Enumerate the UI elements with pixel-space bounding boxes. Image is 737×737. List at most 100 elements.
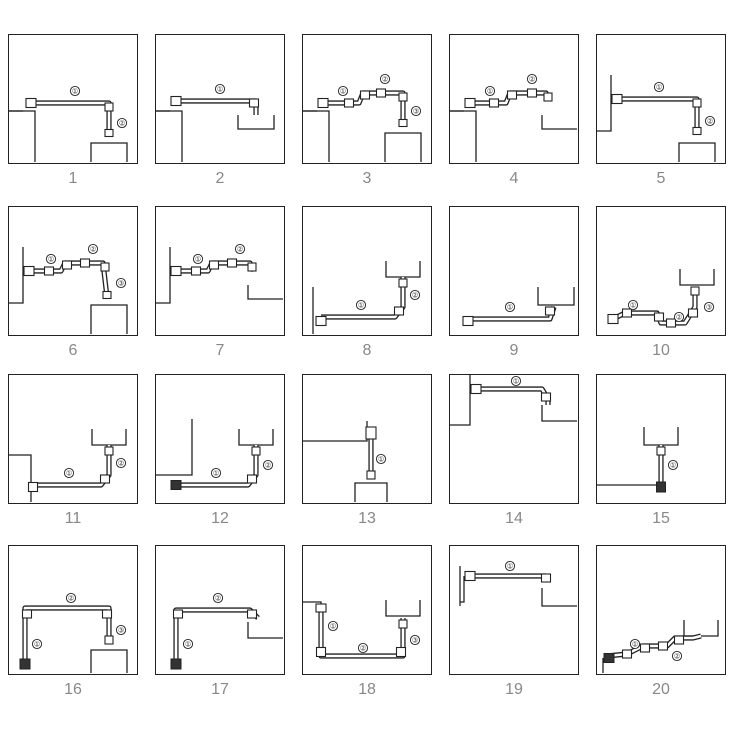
part-label-text: ① <box>513 377 519 385</box>
diagram-number: 3 <box>362 170 372 187</box>
part-label-text: ② <box>674 652 680 660</box>
part-label-text: ③ <box>412 636 418 644</box>
part-label-16-2: ② <box>65 592 77 604</box>
part-label-10-3: ③ <box>703 301 715 313</box>
pipe-layout-drawing: ① ② ③ <box>303 73 422 162</box>
part-label-text: ① <box>195 255 201 263</box>
part-label-text: ① <box>670 461 676 469</box>
diagram-number: 2 <box>215 170 225 187</box>
diagram-number: 13 <box>358 510 376 527</box>
part-label-3-1: ① <box>337 85 349 97</box>
pipe-layout-drawing: ① <box>459 560 577 607</box>
part-label-text: ① <box>358 301 364 309</box>
pipe-layout-drawing: ① <box>450 375 577 426</box>
part-label-7-2: ② <box>234 243 246 255</box>
part-label-1-1: ① <box>69 85 81 97</box>
diagram-panel: ① <box>302 374 432 504</box>
part-label-text: ① <box>656 83 662 91</box>
part-label-text: ① <box>66 469 72 477</box>
diagram-number: 7 <box>215 342 225 359</box>
part-label-14-1: ① <box>510 375 522 387</box>
part-label-text: ② <box>68 594 74 602</box>
part-label-text: ② <box>412 291 418 299</box>
part-label-2-1: ① <box>214 83 226 95</box>
part-label-1-2: ② <box>116 117 128 129</box>
diagram-number: 16 <box>64 681 82 698</box>
diagram-number: 15 <box>652 510 670 527</box>
part-label-16-3: ③ <box>115 624 127 636</box>
pipe-layout-drawing: ①② <box>170 592 283 670</box>
diagram-number: 14 <box>505 510 523 527</box>
part-label-text: ① <box>507 562 513 570</box>
pipe-layout-drawing: ①② <box>9 85 128 162</box>
part-label-6-2: ② <box>87 243 99 255</box>
diagram-number: 19 <box>505 681 523 698</box>
diagram-number: 10 <box>652 342 670 359</box>
part-label-text: ② <box>118 459 124 467</box>
part-label-6-3: ③ <box>115 277 127 289</box>
part-label-text: ② <box>707 117 713 125</box>
part-label-7-1: ① <box>192 253 204 265</box>
part-label-3-2: ② <box>379 73 391 85</box>
diagram-panel: ① <box>449 545 579 675</box>
part-label-text: ① <box>217 85 223 93</box>
part-label-text: ① <box>213 469 219 477</box>
part-label-text: ① <box>378 455 384 463</box>
pipe-layout-drawing: ①② <box>9 429 127 502</box>
diagram-cell-20: ① ② 20 <box>596 545 730 705</box>
diagram-number: 5 <box>656 170 666 187</box>
diagram-number: 8 <box>362 342 372 359</box>
part-label-text: ① <box>34 640 40 648</box>
part-label-15-1: ① <box>667 459 679 471</box>
diagram-panel: ① <box>449 206 579 336</box>
part-label-text: ③ <box>706 303 712 311</box>
part-label-4-1: ① <box>484 85 496 97</box>
part-label-text: ① <box>330 622 336 630</box>
pipe-layout-drawing: ① ② ③ <box>19 592 128 673</box>
part-label-5-1: ① <box>653 81 665 93</box>
diagram-number: 20 <box>652 681 670 698</box>
part-label-text: ① <box>72 87 78 95</box>
part-label-19-1: ① <box>504 560 516 572</box>
part-label-12-2: ② <box>262 459 274 471</box>
part-label-8-2: ② <box>409 289 421 301</box>
diagram-cell-18: ① ② ③ 18 <box>302 545 436 705</box>
part-label-text: ① <box>185 640 191 648</box>
part-label-text: ① <box>340 87 346 95</box>
part-label-text: ① <box>487 87 493 95</box>
diagram-number: 12 <box>211 510 229 527</box>
diagram-cell-16: ① ② ③ 16 <box>8 545 142 705</box>
diagram-number: 18 <box>358 681 376 698</box>
part-label-5-2: ② <box>704 115 716 127</box>
part-label-text: ② <box>360 644 366 652</box>
part-label-text: ③ <box>413 107 419 115</box>
part-label-text: ② <box>237 245 243 253</box>
part-label-text: ② <box>215 594 221 602</box>
diagram-panel: ① <box>155 34 285 164</box>
part-label-18-1: ① <box>327 620 339 632</box>
part-label-text: ② <box>90 245 96 253</box>
part-label-text: ① <box>632 640 638 648</box>
part-label-text: ③ <box>118 626 124 634</box>
part-label-11-1: ① <box>63 467 75 479</box>
part-label-11-2: ② <box>115 457 127 469</box>
diagram-panel: ① ② ③ <box>302 545 432 675</box>
pipe-layout-drawing: ① ② ③ <box>303 600 421 659</box>
diagram-number: 9 <box>509 342 519 359</box>
part-label-16-1: ① <box>31 638 43 650</box>
